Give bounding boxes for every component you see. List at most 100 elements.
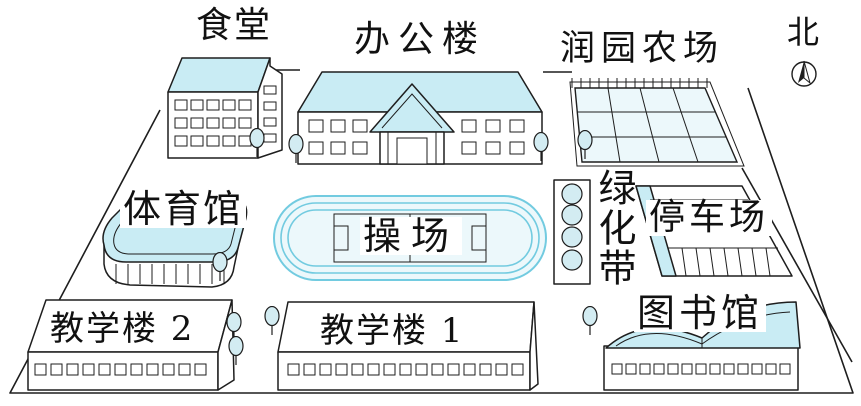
window [485, 141, 501, 155]
window [303, 363, 316, 376]
parking-space-line [751, 247, 757, 277]
parking-space-line [695, 247, 701, 277]
window [174, 135, 188, 147]
window [146, 363, 159, 376]
window [98, 363, 111, 376]
office-door [396, 137, 428, 165]
window [308, 119, 324, 133]
window [485, 119, 501, 133]
window [681, 363, 693, 375]
window [330, 141, 346, 155]
office-building-label: 办公楼 [354, 19, 487, 60]
window [194, 363, 207, 376]
window [431, 363, 444, 376]
window [308, 141, 324, 155]
parking-lot-label: 停车场 [646, 200, 773, 236]
canteen-label: 食堂 [196, 5, 273, 46]
window [222, 117, 236, 129]
window [222, 99, 236, 111]
green-belt-label: 绿化带 [592, 168, 636, 288]
library-windows [611, 363, 791, 375]
gymnasium-label: 体育馆 [120, 190, 247, 228]
teaching-building-2-label: 教学楼 2 [50, 309, 195, 349]
tree-icon [265, 307, 279, 336]
window [238, 117, 252, 129]
window [190, 99, 204, 111]
window [263, 133, 277, 143]
window [238, 99, 252, 111]
parking-space-line [723, 247, 729, 277]
window [206, 99, 220, 111]
window [352, 141, 368, 155]
window [174, 99, 188, 111]
teaching-building-2 [27, 299, 235, 391]
window [130, 363, 143, 376]
parking-space-line [765, 247, 771, 277]
window [222, 135, 236, 147]
window [639, 363, 651, 375]
window [263, 117, 277, 127]
window [415, 363, 428, 376]
window [114, 363, 127, 376]
window [447, 363, 460, 376]
window [383, 363, 396, 376]
window [511, 363, 524, 376]
bush-icon [561, 249, 583, 271]
window [50, 363, 63, 376]
window [479, 363, 492, 376]
window [174, 117, 188, 129]
window [667, 363, 679, 375]
window [463, 363, 476, 376]
window [653, 363, 665, 375]
window [190, 117, 204, 129]
bush-icon [561, 183, 583, 205]
playground-label: 操场 [360, 217, 463, 255]
window [319, 363, 332, 376]
window [206, 135, 220, 147]
window [461, 119, 477, 133]
green-belt [553, 179, 591, 285]
window [611, 363, 623, 375]
farm-label: 润园农场 [560, 29, 725, 69]
window [178, 363, 191, 376]
window [190, 135, 204, 147]
window [335, 363, 348, 376]
window [737, 363, 749, 375]
office-building [297, 71, 543, 165]
window [509, 141, 525, 155]
window [779, 363, 791, 375]
office-windows [308, 119, 525, 155]
parking-space-line [681, 247, 687, 277]
bush-icon [561, 204, 583, 226]
window [66, 363, 79, 376]
window [287, 363, 300, 376]
window [695, 363, 707, 375]
window [263, 101, 277, 111]
farm-fence [571, 78, 708, 88]
compass-north-label: 北 [787, 13, 820, 51]
window [162, 363, 175, 376]
window [709, 363, 721, 375]
teaching-building-2-windows [34, 363, 207, 376]
window [352, 119, 368, 133]
window [751, 363, 763, 375]
parking-space-line [737, 247, 743, 277]
tree-icon [583, 307, 597, 336]
window [625, 363, 637, 375]
window [495, 363, 508, 376]
window [263, 85, 277, 95]
window [723, 363, 735, 375]
farm-plot [569, 78, 745, 167]
window [509, 119, 525, 133]
window [399, 363, 412, 376]
teaching-building-1-windows [287, 363, 524, 376]
window [330, 119, 346, 133]
bush-icon [561, 226, 583, 248]
parking-space-line [709, 247, 715, 277]
window [367, 363, 380, 376]
window [34, 363, 47, 376]
north-arrow-icon [791, 60, 817, 87]
teaching-building-1-label: 教学楼 1 [320, 311, 465, 351]
canteen-building [167, 57, 283, 159]
